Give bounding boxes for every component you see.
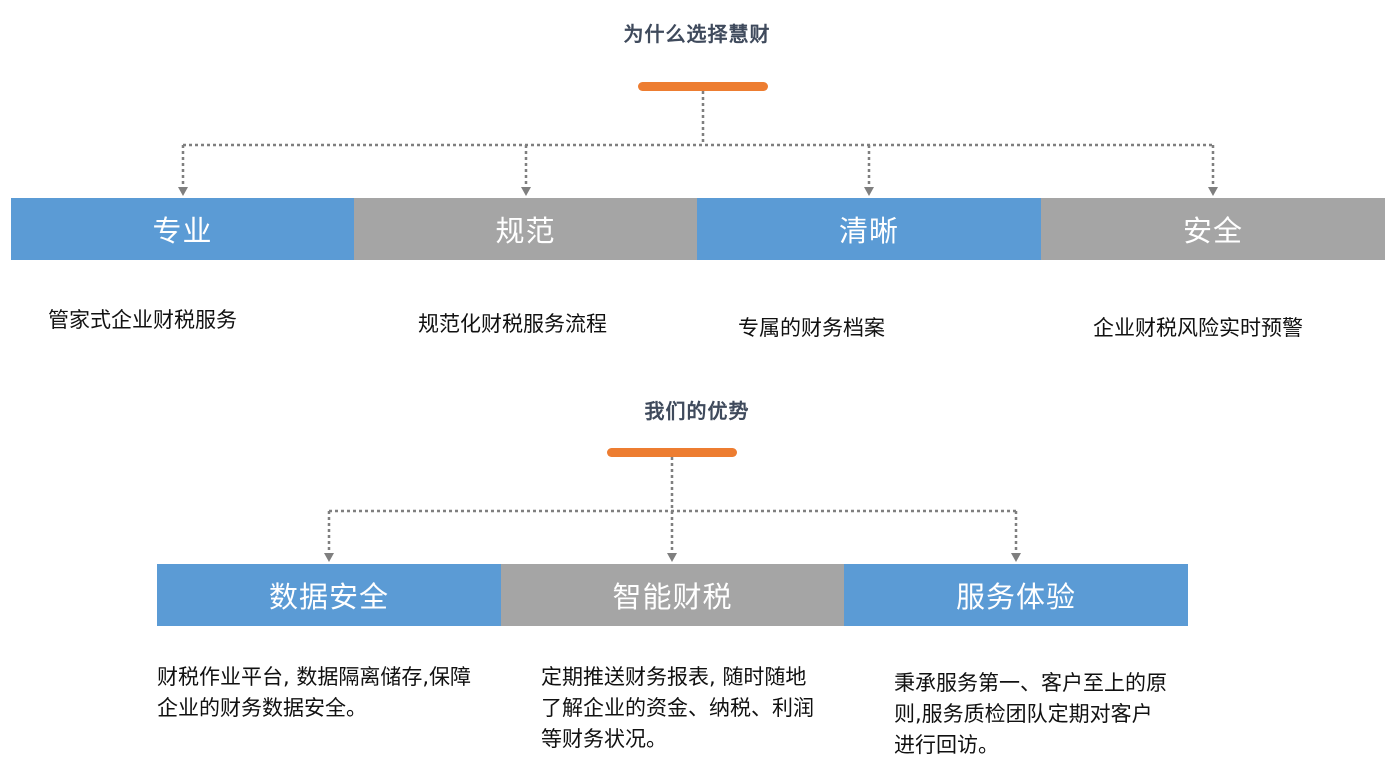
why-section-title: 为什么选择慧财: [623, 22, 771, 46]
advantage-description-service-experience: 秉承服务第一、客户至上的原则,服务质检团队定期对客户进行回访。: [894, 671, 1167, 757]
advantage-description-smart-finance: 定期推送财务报表, 随时随地了解企业的资金、纳税、利润等财务状况。: [541, 665, 814, 751]
adv-arrow-head-2: [667, 553, 677, 562]
advantage-box-data-security: 数据安全: [157, 564, 501, 626]
why-arrow-head-1: [178, 187, 188, 196]
advantage-box-service-experience: 服务体验: [844, 564, 1188, 626]
category-box-standard: 规范: [354, 198, 697, 260]
why-arrow-head-3: [864, 187, 874, 196]
why-arrow-head-4: [1208, 187, 1218, 196]
advantages-category-band: 数据安全 智能财税 服务体验: [157, 564, 1188, 626]
why-arrow-head-2: [521, 187, 531, 196]
category-box-clear: 清晰: [697, 198, 1041, 260]
category-box-secure: 安全: [1041, 198, 1385, 260]
adv-arrow-head-3: [1011, 553, 1021, 562]
description-secure: 企业财税风险实时预警: [1093, 316, 1303, 340]
advantage-description-data-security: 财税作业平台, 数据隔离储存,保障企业的财务数据安全。: [157, 665, 472, 720]
description-professional: 管家式企业财税服务: [48, 308, 237, 332]
description-standard: 规范化财税服务流程: [418, 312, 607, 336]
why-accent-bar: [638, 82, 768, 91]
advantage-box-smart-finance: 智能财税: [501, 564, 844, 626]
adv-arrow-head-1: [324, 553, 334, 562]
description-clear: 专属的财务档案: [738, 316, 885, 340]
why-category-band: 专业 规范 清晰 安全: [11, 198, 1385, 260]
advantages-accent-bar: [607, 448, 737, 457]
category-box-professional: 专业: [11, 198, 354, 260]
advantages-section-title: 我们的优势: [644, 399, 750, 423]
